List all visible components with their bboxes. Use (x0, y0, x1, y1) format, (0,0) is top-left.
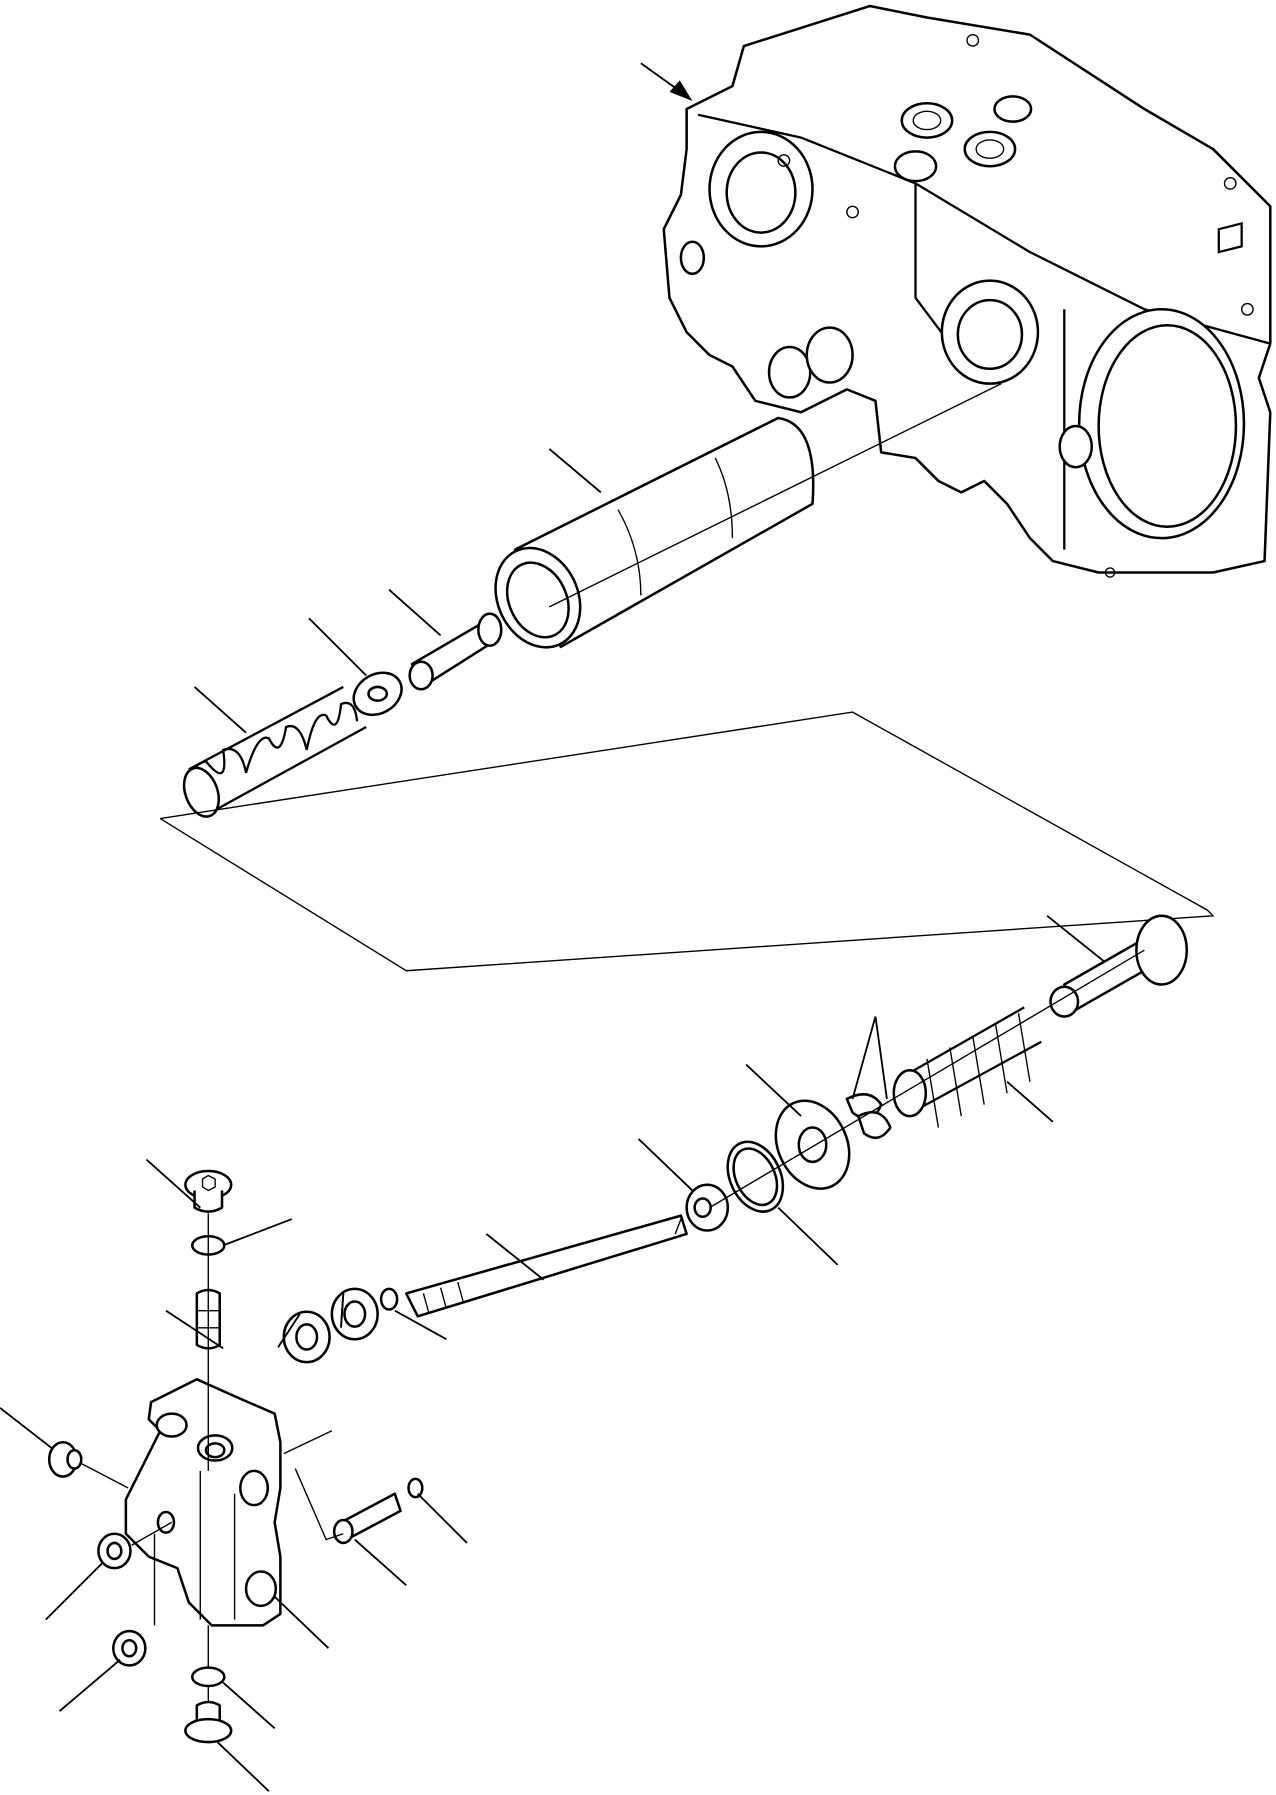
assembly-line (283, 1430, 344, 1541)
cap-nut (97, 1532, 132, 1570)
sleeve (494, 416, 815, 649)
leader-lines (0, 448, 1105, 1792)
assembly-line (549, 383, 1002, 608)
retainer-halves (845, 1093, 892, 1140)
hex-nut (112, 1629, 147, 1667)
spring-seat (774, 1099, 851, 1190)
pump-housing (662, 4, 1272, 578)
plug-bottom (184, 1700, 233, 1744)
lock-nut (330, 1287, 379, 1341)
o-ring-small (379, 1287, 399, 1311)
set-screw (47, 1440, 83, 1478)
spring-upper (182, 685, 367, 818)
grouping-bracket-line (159, 711, 1215, 972)
washer (352, 671, 403, 717)
snap-ring (726, 1140, 785, 1213)
adjust-screw (332, 1492, 402, 1545)
nut (282, 1310, 331, 1364)
valve-body (124, 1378, 282, 1627)
spool (408, 612, 503, 691)
o-ring-adjust (407, 1477, 424, 1499)
o-ring-bottom (190, 1666, 226, 1688)
adjusting-rod (405, 1214, 688, 1318)
spring-lower (892, 1006, 1042, 1128)
collar (685, 1183, 730, 1232)
assembly-line (709, 949, 1145, 1209)
view-arrow (640, 62, 693, 102)
plug-top (184, 1169, 233, 1213)
